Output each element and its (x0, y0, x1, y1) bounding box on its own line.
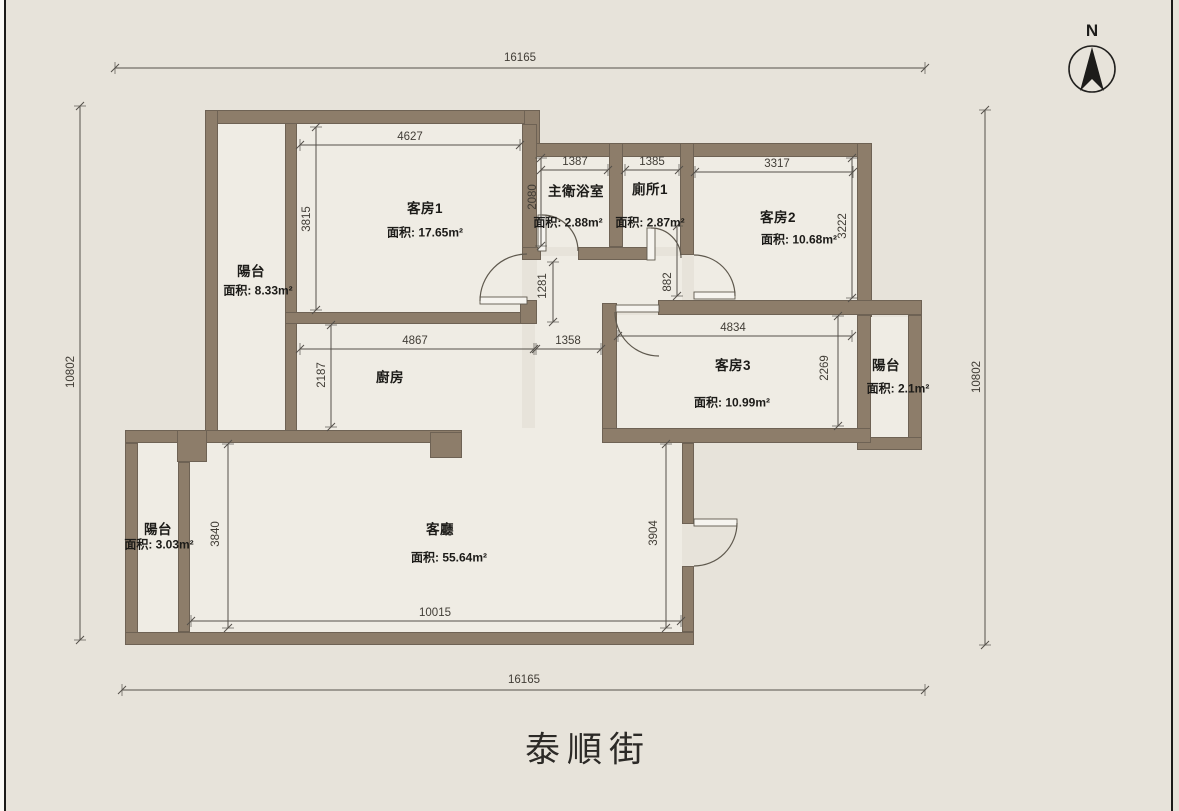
dimension-label: 882 (662, 272, 674, 292)
compass-needle-icon (1080, 47, 1104, 91)
dimension-label: 3840 (210, 521, 222, 547)
guestroom3-door-leaf (615, 304, 660, 313)
room-name-label: 客房2 (759, 210, 797, 225)
toilet-door-leaf (646, 227, 656, 261)
room-area-label: 面积: 10.99m² (693, 395, 771, 410)
floor-kitchen (297, 324, 522, 430)
entrance-door-arc (693, 522, 738, 567)
guestroom3-door-arc (614, 311, 660, 357)
dimension-label: 2187 (316, 362, 328, 388)
dimension-label: 2080 (527, 184, 539, 210)
street-title: 泰順街 (524, 730, 652, 770)
page-left-margin (0, 0, 4, 811)
room-name-label: 客房1 (406, 201, 444, 216)
compass-north-label: N (1085, 21, 1099, 40)
page-left-border (4, 0, 6, 811)
dimension-label: 1281 (537, 273, 549, 299)
wall (177, 430, 207, 462)
dimension-label: 1387 (562, 156, 588, 168)
wall (609, 143, 623, 247)
guestroom1-door-leaf (479, 296, 528, 305)
dimension-label: 4834 (720, 322, 746, 334)
dimension-label: 10015 (419, 607, 451, 619)
entrance-door-leaf (693, 518, 738, 527)
room-area-label: 面积: 3.03m² (124, 537, 194, 552)
room-area-label: 面积: 55.64m² (410, 550, 488, 565)
wall (680, 143, 694, 255)
room-name-label: 陽台 (237, 264, 265, 279)
bathroom-door-arc (541, 214, 579, 252)
dimension-label: 1358 (555, 335, 581, 347)
guestroom2-door-arc (693, 254, 736, 297)
floor-balcony-bottom-left (138, 443, 178, 632)
compass-circle (1068, 45, 1116, 93)
guestroom2-door-leaf (693, 291, 736, 300)
dimension-label: 10802 (65, 356, 77, 388)
wall (430, 432, 462, 458)
floor-guestroom2 (694, 157, 857, 300)
room-name-label: 陽台 (872, 358, 900, 373)
room-area-label: 面积: 2.1m² (866, 381, 930, 396)
toilet-door-arc (650, 227, 682, 259)
floor-balcony-top-left (218, 124, 285, 430)
floor-hallway-vertical (535, 312, 602, 428)
floor-hallway-horizontal (537, 256, 682, 312)
room-name-label: 客房3 (714, 358, 752, 373)
room-area-label: 面积: 10.68m² (760, 232, 838, 247)
dimension-label: 3904 (648, 520, 660, 546)
dimension-label: 2269 (819, 355, 831, 381)
room-area-label: 面积: 17.65m² (386, 225, 464, 240)
room-name-label: 陽台 (144, 522, 172, 537)
floor-guestroom3 (617, 315, 857, 428)
dimension-lines (74, 62, 991, 696)
room-area-label: 面积: 2.87m² (615, 215, 685, 230)
dimension-label: 16165 (504, 52, 536, 64)
room-area-label: 面积: 2.88m² (533, 215, 603, 230)
wall (602, 428, 871, 443)
dimension-label: 3222 (837, 213, 849, 239)
guestroom1-door-arc (479, 253, 528, 302)
page-right-border (1171, 0, 1173, 811)
floor-living-room (190, 443, 682, 632)
dimension-label: 10802 (971, 361, 983, 393)
floor-hall-living-connector (462, 428, 602, 443)
wall (178, 462, 190, 632)
wall (125, 632, 694, 645)
dimension-label: 1385 (639, 156, 665, 168)
dimension-label: 4867 (402, 335, 428, 347)
wall (682, 566, 694, 632)
room-name-label: 廚房 (376, 370, 404, 385)
wall (522, 247, 541, 260)
dimension-label: 3317 (764, 158, 790, 170)
dimension-label: 4627 (397, 131, 423, 143)
room-area-label: 面积: 8.33m² (223, 283, 293, 298)
room-name-label: 廁所1 (631, 182, 669, 197)
dimension-label: 16165 (508, 674, 540, 686)
dimension-label: 3815 (301, 206, 313, 232)
room-name-label: 客廳 (426, 522, 454, 537)
compass (1068, 45, 1116, 93)
wall (682, 443, 694, 524)
doors (479, 214, 738, 567)
wall (857, 437, 922, 450)
room-name-label: 主衛浴室 (548, 184, 604, 199)
wall (520, 300, 537, 324)
floor-balcony-right (871, 317, 908, 437)
